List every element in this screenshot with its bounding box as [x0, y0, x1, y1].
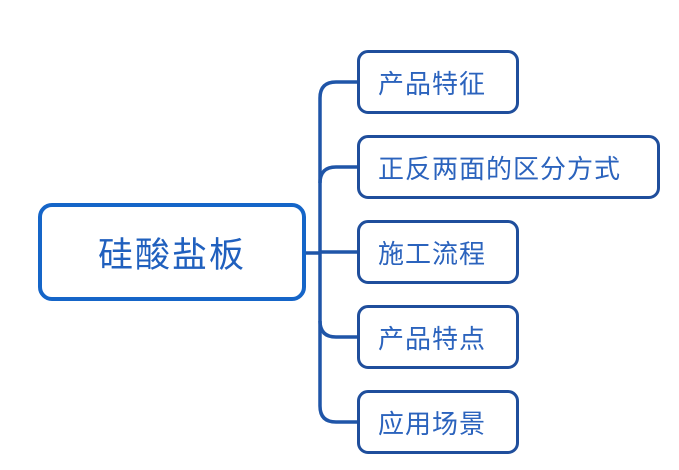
connector-branch-2: [318, 165, 357, 184]
branch-node-4-label: 产品特点: [378, 324, 487, 355]
branch-node-5-label: 应用场景: [378, 409, 487, 440]
branch-node-4[interactable]: 产品特点: [357, 305, 519, 369]
branch-node-2-label: 正反两面的区分方式: [378, 154, 622, 185]
branch-node-3-label: 施工流程: [378, 239, 487, 270]
branch-node-5[interactable]: 应用场景: [357, 390, 519, 454]
branch-node-1[interactable]: 产品特征: [357, 50, 519, 114]
branch-node-1-label: 产品特征: [378, 69, 487, 100]
connector-branch-4: [318, 320, 357, 339]
connector-branch-5: [318, 405, 357, 424]
root-node-label: 硅酸盐板: [97, 235, 246, 276]
connector-branch-1: [318, 80, 357, 99]
root-node[interactable]: 硅酸盐板: [38, 203, 306, 301]
branch-node-2[interactable]: 正反两面的区分方式: [357, 135, 660, 199]
branch-node-3[interactable]: 施工流程: [357, 220, 519, 284]
